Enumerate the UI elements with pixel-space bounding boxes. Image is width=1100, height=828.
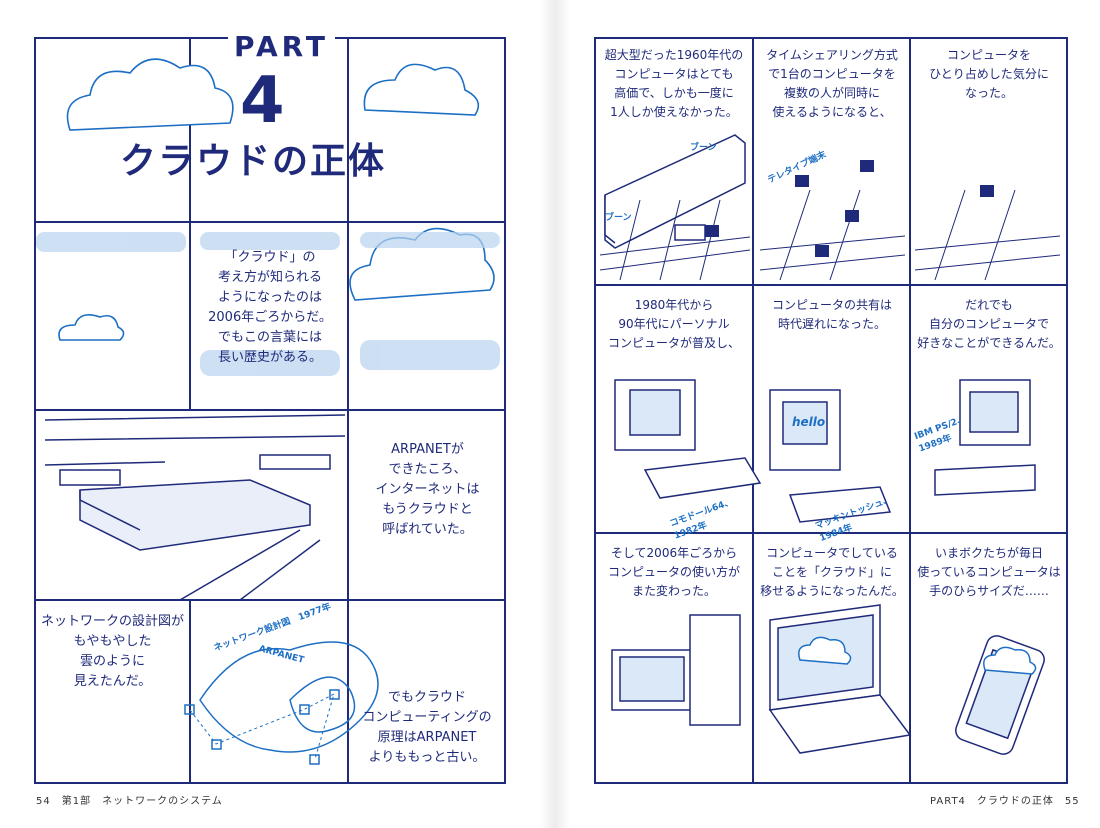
footer-right: PART4 クラウドの正体 55: [930, 796, 1080, 807]
panel-text-sharing-outdated: コンピュータの共有は 時代遅れになった。: [771, 298, 892, 331]
panel-text-intro: 「クラウド」の 考え方が知られる ようになったのは 2006年ごろからだ。 でも…: [208, 250, 332, 365]
panel-text-cloud-origin: でもクラウド コンピューティングの 原理はARPANET よりももっと古い。: [362, 690, 492, 765]
panel-text-timesharing: タイムシェアリング方式 で1台のコンピュータを 複数の人が同時に 使えるようにな…: [766, 48, 898, 119]
label-buun-2: ブーン: [605, 213, 632, 223]
label-buun-1: ブーン: [690, 143, 717, 153]
panel-text-own-computer: だれでも 自分のコンピュータで 好きなことができるんだ。: [917, 298, 1061, 350]
footer-left: 54 第1部 ネットワークのシステム: [36, 796, 223, 807]
panel-text-pc-era: 1980年代から 90年代にパーソナル コンピュータが普及し、: [607, 298, 740, 350]
part-label: PART: [228, 30, 336, 63]
panel-text-network-design: ネットワークの設計図が もやもやした 雲のように 見えたんだ。: [40, 614, 184, 689]
panel-text-1960s: 超大型だった1960年代の コンピュータはとても 高価で、しかも一度に 1人しか…: [604, 48, 744, 119]
panel-text-2006: そして2006年ごろから コンピュータの使い方が また変わった。: [607, 546, 740, 598]
panel-text-move-to-cloud: コンピュータでしている ことを「クラウド」に 移せるようになったんだ。: [760, 546, 904, 598]
page-gutter: [540, 0, 570, 828]
cloud-illustration: [58, 58, 495, 341]
panel-text-solo: コンピュータを ひとり占めした気分に なった。: [929, 48, 1049, 100]
panel-text-arpanet: ARPANETが できたころ、 インターネットは もうクラウドと 呼ばれていた。: [375, 442, 480, 537]
part-number: 4: [240, 64, 285, 138]
chapter-title: クラウドの正体: [120, 141, 387, 182]
panel-text-palm-size: いまボクたちが毎日 使っているコンピュータは 手のひらサイズだ……: [917, 546, 1061, 598]
screen-hello: hello: [792, 415, 826, 429]
